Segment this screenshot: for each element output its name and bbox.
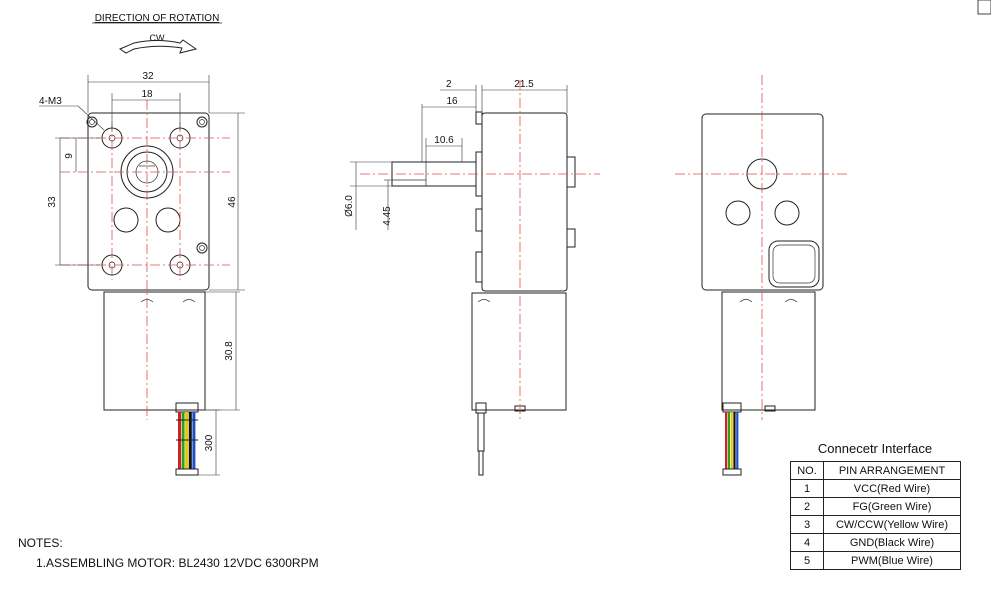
rear-view: [675, 75, 850, 476]
dim-gearbox-depth: 21.5: [514, 79, 534, 90]
wire: [733, 412, 736, 469]
rear-hole: [725, 200, 751, 226]
mount-label: 4-M3: [39, 96, 62, 107]
wire-connector: [175, 468, 199, 476]
screw-icon: [86, 116, 98, 128]
dim-hole-spacing-y: 33: [47, 196, 58, 208]
pin-number: 3: [790, 515, 824, 534]
dim-shaft-offset: 9: [64, 153, 75, 159]
side-boss: [566, 156, 576, 188]
pin-number: 4: [790, 533, 824, 552]
dim-height: 46: [227, 196, 238, 208]
pin-table-title: Connecetr Interface: [817, 441, 933, 456]
side-flange: [475, 208, 483, 232]
pin-function: FG(Green Wire): [823, 497, 961, 516]
dim-wire-length: 300: [204, 434, 215, 451]
rotation-indicator: DIRECTION OF ROTATION CW: [92, 13, 222, 54]
wire: [730, 412, 733, 469]
motor-can-rear: [721, 291, 816, 411]
wire-connector: [722, 468, 742, 476]
dim-shaft-length: 16: [446, 96, 458, 107]
dim-shaft-diameter: Ø6.0: [344, 195, 355, 217]
side-flange: [475, 111, 483, 125]
pin-function: GND(Black Wire): [823, 533, 961, 552]
rear-hole: [774, 200, 800, 226]
corner-mark: [977, 0, 991, 15]
front-view: 32 18 4-M3 46 33 9 30.8 300: [39, 71, 245, 476]
pin-function: PWM(Blue Wire): [823, 551, 961, 570]
pin-number: 2: [790, 497, 824, 516]
screw-icon: [196, 116, 208, 128]
pin-function: CW/CCW(Yellow Wire): [823, 515, 961, 534]
pin-number: 1: [790, 479, 824, 498]
header-no: NO.: [790, 461, 824, 480]
cavity-hole: [113, 207, 139, 233]
motor-can-side: [471, 292, 567, 411]
wire: [727, 412, 730, 469]
wire: [725, 412, 728, 469]
dim-motor-length: 30.8: [224, 341, 235, 361]
motor-can-front: [103, 291, 206, 411]
side-flange: [475, 251, 483, 283]
notes-line: 1.ASSEMBLING MOTOR: BL2430 12VDC 6300RPM: [36, 556, 319, 570]
pin-number: 5: [790, 551, 824, 570]
screw-icon: [196, 242, 208, 254]
side-view: 21.5 2 16 10.6 Ø6.0 4.45: [344, 79, 600, 476]
gearbox-rear: [701, 113, 824, 291]
wire-exit: [477, 412, 485, 452]
gearbox-front: [87, 112, 210, 291]
gearbox-side: [481, 112, 568, 292]
pin-function: VCC(Red Wire): [823, 479, 961, 498]
side-boss: [566, 228, 576, 248]
notes-title: NOTES:: [18, 536, 63, 550]
header-pin-arrangement: PIN ARRANGEMENT: [823, 461, 961, 480]
rotation-arrow-icon: [118, 39, 198, 54]
pin-table-header: NO. PIN ARRANGEMENT: [790, 461, 961, 480]
wire: [736, 412, 739, 469]
dim-flat-length: 10.6: [434, 135, 454, 146]
connector-port: [768, 240, 820, 288]
wire-harness: [725, 412, 739, 469]
rotation-title: DIRECTION OF ROTATION: [95, 13, 220, 24]
dim-flat-thickness: 4.45: [382, 206, 393, 226]
rotation-direction-label: CW: [150, 33, 165, 43]
dim-shaft-step: 2: [446, 79, 452, 90]
dim-hole-spacing-x: 18: [141, 89, 153, 100]
dim-width: 32: [142, 71, 154, 82]
